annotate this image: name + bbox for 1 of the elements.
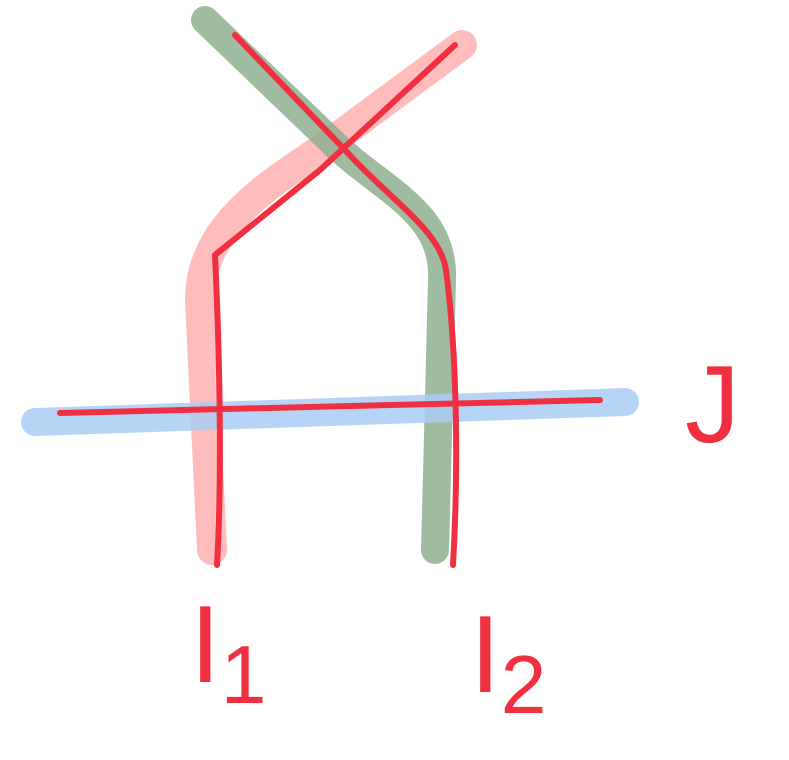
strand-label: J [685,350,740,460]
